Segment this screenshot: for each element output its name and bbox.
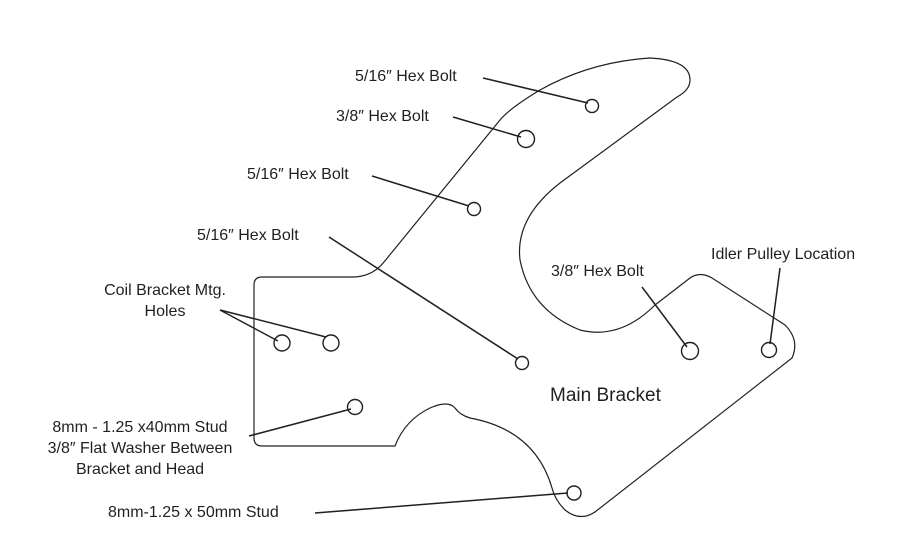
- leader-line: [328, 236, 519, 360]
- leader-line: [219, 309, 327, 338]
- hole: [680, 341, 700, 361]
- hole: [346, 398, 364, 416]
- label-idler: Idler Pulley Location: [711, 246, 856, 263]
- leader-line: [452, 116, 522, 138]
- leader-line: [482, 77, 589, 104]
- leader-line: [769, 267, 781, 345]
- hole: [760, 341, 778, 359]
- hole: [516, 129, 536, 149]
- hole: [584, 98, 600, 114]
- leader-line: [641, 286, 688, 348]
- hole: [566, 485, 582, 501]
- hole: [273, 334, 291, 352]
- diagram-title: Main Bracket: [550, 385, 661, 406]
- leader-line: [314, 492, 569, 514]
- label-bolt-third: 5/16″ Hex Bolt: [247, 166, 349, 183]
- hole: [466, 201, 482, 217]
- label-bolt-top: 5/16″ Hex Bolt: [355, 68, 457, 85]
- label-bolt-right: 3/8″ Hex Bolt: [551, 263, 644, 280]
- hole: [322, 334, 340, 352]
- leader-line: [371, 175, 470, 207]
- label-stud-40-2: 3/8″ Flat Washer Between: [47, 440, 233, 457]
- leader-line: [219, 309, 279, 342]
- leader-lines: [219, 77, 781, 514]
- bracket-outline: [253, 57, 796, 518]
- label-stud-50: 8mm-1.25 x 50mm Stud: [108, 504, 279, 521]
- leader-line: [248, 408, 352, 437]
- hole: [514, 355, 530, 371]
- label-bolt-fourth: 5/16″ Hex Bolt: [197, 227, 299, 244]
- holes: [273, 98, 778, 501]
- label-bolt-second: 3/8″ Hex Bolt: [336, 108, 429, 125]
- label-stud-40-3: Bracket and Head: [75, 461, 205, 478]
- label-coil-bracket-2: Holes: [144, 303, 186, 320]
- label-stud-40-1: 8mm - 1.25 x40mm Stud: [52, 419, 228, 436]
- label-coil-bracket-1: Coil Bracket Mtg.: [104, 282, 226, 299]
